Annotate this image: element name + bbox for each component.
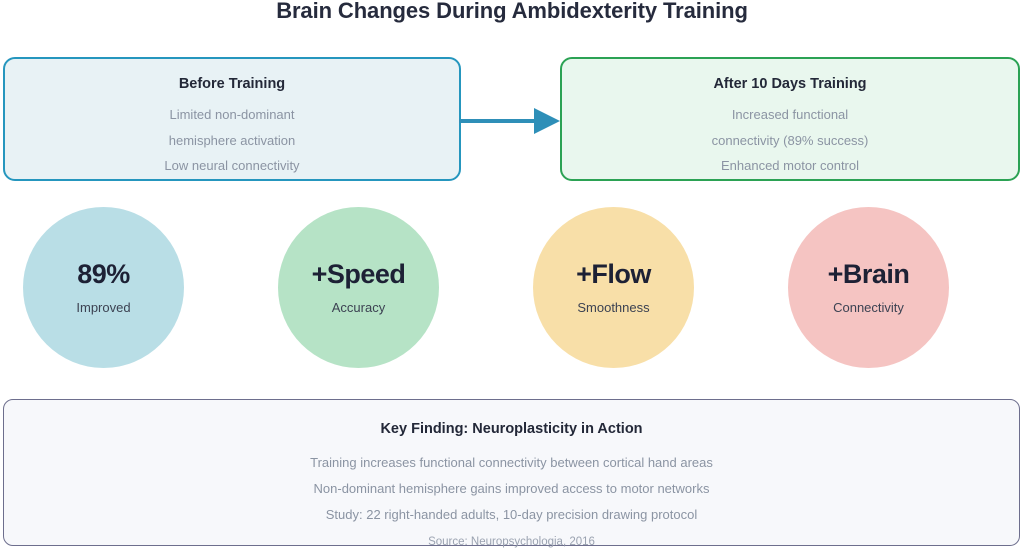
metric-label-0: Improved	[76, 300, 131, 315]
metric-circle-improved: 89% Improved	[23, 207, 184, 368]
metric-label-3: Connectivity	[833, 300, 904, 315]
metric-value-3: +Brain	[827, 259, 910, 289]
transition-arrow	[459, 100, 563, 142]
key-finding-line-2: Non-dominant hemisphere gains improved a…	[313, 481, 710, 496]
phase-box-before: Before Training Limited non-dominant hem…	[3, 57, 461, 181]
phase-after-title: After 10 Days Training	[713, 76, 867, 92]
phase-box-after: After 10 Days Training Increased functio…	[560, 57, 1020, 181]
metric-label-1: Accuracy	[331, 300, 386, 315]
source-citation: Source: Neuropsychologia, 2016	[428, 536, 595, 548]
phase-before-line-1: Limited non-dominant	[169, 107, 295, 122]
metric-value-2: +Flow	[576, 259, 651, 289]
phase-after-line-1: Increased functional	[731, 107, 849, 122]
metric-value-0: 89%	[77, 259, 130, 289]
metric-circle-connectivity: +Brain Connectivity	[788, 207, 949, 368]
key-finding-panel: Key Finding: Neuroplasticity in Action T…	[3, 399, 1020, 548]
phase-after-line-3: Enhanced motor control	[720, 158, 860, 173]
metric-value-1: +Speed	[311, 259, 406, 289]
metric-circle-accuracy: +Speed Accuracy	[278, 207, 439, 368]
key-finding-line-1: Training increases functional connectivi…	[310, 455, 713, 470]
key-finding-line-3: Study: 22 right-handed adults, 10-day pr…	[325, 507, 698, 522]
phase-before-title: Before Training	[178, 76, 286, 92]
key-finding-title: Key Finding: Neuroplasticity in Action	[380, 421, 643, 437]
metric-circle-smoothness: +Flow Smoothness	[533, 207, 694, 368]
phase-before-line-2: hemisphere activation	[168, 132, 296, 148]
arrow-right-icon	[459, 108, 560, 134]
phase-before-line-3: Low neural connectivity	[164, 158, 300, 173]
metric-label-2: Smoothness	[577, 300, 650, 315]
page-title: Brain Changes During Ambidexterity Train…	[276, 0, 748, 23]
phase-after-line-2: connectivity (89% success)	[711, 132, 869, 148]
